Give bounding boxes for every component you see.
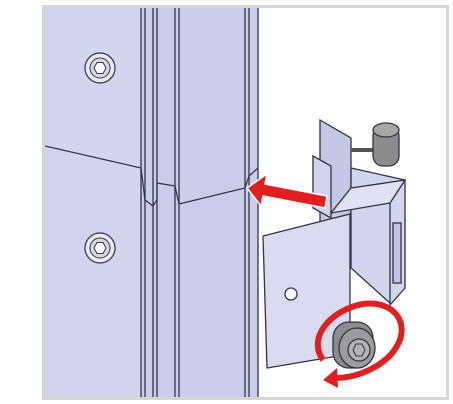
- insert-arrow-icon: [245, 172, 328, 209]
- thumbscrew-knob-icon: [372, 122, 400, 167]
- hex-screw-icon: [84, 232, 116, 264]
- hex-screw-icon: [84, 52, 116, 84]
- illustration-frame: [42, 5, 449, 400]
- mounting-bracket: [262, 118, 407, 369]
- aluminium-profile: [45, 8, 259, 397]
- assembly-illustration: [45, 8, 407, 397]
- thumbscrew-knob-icon: [332, 321, 376, 369]
- rotate-arrow-icon: [314, 300, 405, 388]
